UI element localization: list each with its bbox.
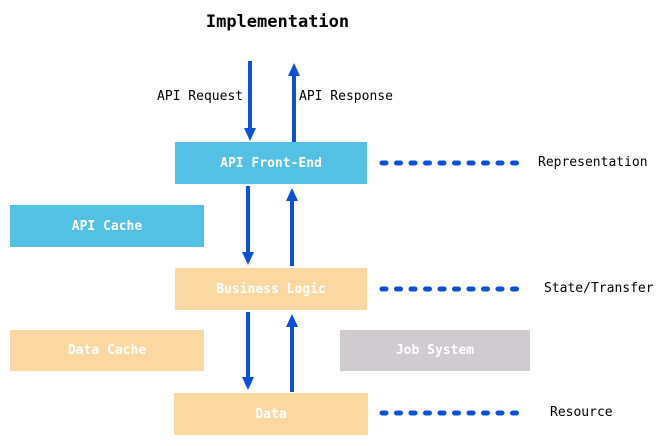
job-system-box: Job System bbox=[340, 330, 530, 371]
data-to-logic-arrow bbox=[286, 314, 298, 392]
logic-to-frontend-arrow bbox=[286, 188, 298, 266]
data-box: Data bbox=[174, 393, 368, 435]
api-request-label: API Request bbox=[157, 89, 244, 104]
api-cache-box: API Cache bbox=[10, 205, 204, 247]
diagram-title: Implementation bbox=[205, 12, 350, 32]
state-transfer-label: State/Transfer bbox=[544, 281, 654, 296]
resource-label: Resource bbox=[550, 405, 613, 420]
frontend-to-logic-arrow bbox=[242, 186, 254, 265]
api-front-end-box: API Front-End bbox=[175, 142, 367, 184]
logic-to-data-arrow bbox=[242, 312, 254, 390]
business-logic-box: Business Logic bbox=[175, 268, 367, 310]
data-cache-box: Data Cache bbox=[10, 330, 204, 371]
representation-label: Representation bbox=[538, 155, 648, 170]
api-request-arrow bbox=[244, 61, 256, 141]
api-response-label: API Response bbox=[299, 89, 393, 104]
